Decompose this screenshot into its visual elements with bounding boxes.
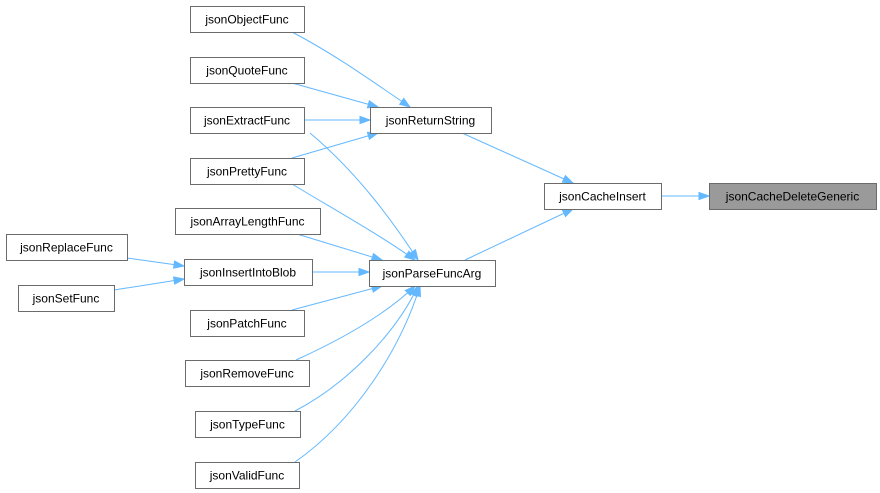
edge-arrowhead: [561, 208, 575, 218]
edge-arrowhead: [698, 191, 711, 201]
edge-jsonObjectFunc-to-jsonReturnString: [291, 31, 412, 108]
node-box: [195, 411, 301, 438]
node-box: [185, 360, 310, 387]
edge-line: [291, 82, 379, 108]
node-label: jsonCacheInsert: [558, 190, 646, 204]
edge-arrowhead: [359, 115, 372, 125]
node-jsonPatchFunc[interactable]: jsonPatchFunc: [190, 310, 305, 337]
edge-layer: [113, 31, 711, 463]
node-jsonValidFunc[interactable]: jsonValidFunc: [195, 462, 300, 489]
node-box: [190, 6, 305, 33]
edge-arrowhead: [173, 260, 186, 269]
node-box: [190, 57, 305, 84]
edge-jsonReturnString-to-jsonCacheInsert: [461, 132, 575, 184]
edge-jsonParseFuncArg-to-jsonCacheInsert: [464, 208, 575, 261]
node-jsonArrayLengthFunc[interactable]: jsonArrayLengthFunc: [175, 208, 321, 235]
edge-arrowhead: [358, 267, 371, 277]
node-jsonReturnString[interactable]: jsonReturnString: [370, 107, 492, 134]
node-label: jsonValidFunc: [209, 469, 284, 483]
edge-jsonCacheInsert-to-jsonCacheDeleteGeneric: [661, 191, 711, 201]
edge-line: [295, 285, 416, 361]
node-box: [190, 310, 305, 337]
edge-jsonReplaceFunc-to-jsonInsertIntoBlob: [126, 257, 186, 269]
edge-line: [291, 183, 416, 261]
edge-line: [291, 285, 383, 311]
edge-arrowhead: [172, 276, 186, 285]
edge-jsonQuoteFunc-to-jsonReturnString: [291, 82, 380, 109]
node-label: jsonSetFunc: [32, 292, 100, 306]
node-label: jsonPrettyFunc: [206, 165, 287, 179]
node-jsonExtractFunc[interactable]: jsonExtractFunc: [190, 107, 305, 134]
node-label: jsonReplaceFunc: [19, 241, 113, 255]
edge-line: [113, 278, 185, 291]
node-jsonObjectFunc[interactable]: jsonObjectFunc: [190, 6, 305, 33]
node-box: [18, 285, 115, 312]
edge-jsonRemoveFunc-to-jsonParseFuncArg: [295, 284, 417, 361]
edge-arrowhead: [366, 100, 380, 109]
edge-jsonArrayLengthFunc-to-jsonParseFuncArg: [296, 233, 384, 262]
node-box: [190, 158, 305, 185]
edge-line: [461, 132, 574, 184]
edge-line: [294, 285, 419, 412]
node-label: jsonPatchFunc: [206, 317, 286, 331]
edge-arrowhead: [403, 250, 417, 261]
node-box: [184, 259, 313, 286]
node-label: jsonObjectFunc: [204, 13, 288, 27]
node-jsonCacheDeleteGeneric: jsonCacheDeleteGeneric: [709, 183, 877, 210]
edge-jsonPrettyFunc-to-jsonParseFuncArg: [291, 183, 417, 261]
node-jsonTypeFunc[interactable]: jsonTypeFunc: [195, 411, 301, 438]
node-jsonReplaceFunc[interactable]: jsonReplaceFunc: [6, 234, 128, 261]
node-box: [190, 107, 305, 134]
node-jsonRemoveFunc[interactable]: jsonRemoveFunc: [185, 360, 310, 387]
node-box: [6, 234, 128, 261]
node-jsonInsertIntoBlob[interactable]: jsonInsertIntoBlob: [184, 259, 313, 286]
edge-jsonValidFunc-to-jsonParseFuncArg: [294, 284, 421, 463]
edge-jsonExtractFunc-to-jsonReturnString: [304, 115, 372, 125]
node-box: [709, 183, 877, 210]
edge-line: [296, 233, 383, 261]
edge-line: [294, 285, 421, 463]
edge-arrowhead: [412, 284, 421, 298]
edge-line: [464, 208, 574, 261]
node-label: jsonTypeFunc: [209, 418, 285, 432]
edge-line: [291, 31, 411, 108]
node-label: jsonReturnString: [385, 114, 475, 128]
node-box: [369, 260, 496, 287]
edge-arrowhead: [408, 248, 419, 262]
node-jsonQuoteFunc[interactable]: jsonQuoteFunc: [190, 57, 305, 84]
edge-jsonPatchFunc-to-jsonParseFuncArg: [291, 284, 384, 311]
node-box: [195, 462, 300, 489]
node-jsonCacheInsert[interactable]: jsonCacheInsert: [544, 183, 662, 210]
edge-arrowhead: [561, 174, 575, 184]
node-label: jsonExtractFunc: [203, 114, 290, 128]
node-jsonPrettyFunc[interactable]: jsonPrettyFunc: [190, 158, 305, 185]
node-label: jsonInsertIntoBlob: [199, 266, 296, 280]
edge-line: [291, 132, 379, 159]
node-box: [544, 183, 662, 210]
edge-jsonExtractFunc-to-jsonParseFuncArg: [309, 132, 419, 262]
edge-jsonInsertIntoBlob-to-jsonParseFuncArg: [312, 267, 371, 277]
edge-line: [309, 132, 419, 261]
node-label: jsonCacheDeleteGeneric: [725, 190, 859, 204]
node-box: [370, 107, 492, 134]
node-jsonSetFunc[interactable]: jsonSetFunc: [18, 285, 115, 312]
edge-jsonSetFunc-to-jsonInsertIntoBlob: [113, 276, 186, 291]
node-label: jsonParseFuncArg: [382, 267, 482, 281]
edge-arrowhead: [370, 252, 384, 262]
node-label: jsonQuoteFunc: [205, 64, 287, 78]
node-layer: jsonCacheDeleteGeneric jsonCacheInsert jso…: [6, 6, 877, 489]
node-label: jsonRemoveFunc: [199, 367, 293, 381]
edge-arrowhead: [398, 97, 412, 108]
node-label: jsonArrayLengthFunc: [189, 215, 304, 229]
node-jsonParseFuncArg[interactable]: jsonParseFuncArg: [369, 260, 496, 287]
node-box: [175, 208, 321, 235]
edge-jsonPrettyFunc-to-jsonReturnString: [291, 131, 380, 159]
